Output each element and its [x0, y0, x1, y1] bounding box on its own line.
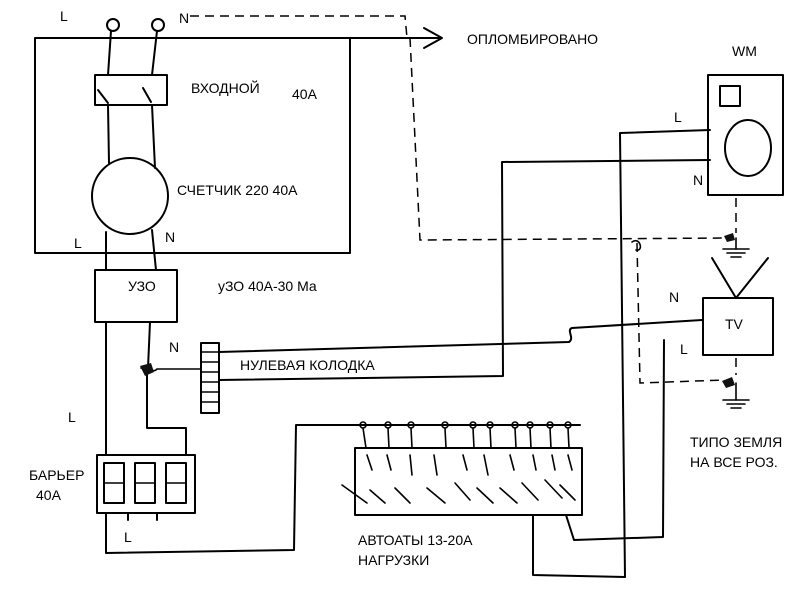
- ground-dashed-lines: [409, 37, 737, 384]
- label-tv: TV: [725, 316, 744, 332]
- label-wm-n: N: [693, 172, 703, 188]
- label-sealed: ОПЛОМБИРОВАНО: [467, 31, 598, 47]
- breakers-box: [354, 447, 583, 516]
- label-rcd-spec: уЗО 40А-30 Ма: [218, 278, 317, 294]
- label-input-rating: 40А: [292, 86, 318, 102]
- neutral-bar-block: [200, 342, 220, 414]
- washing-machine: [707, 74, 784, 196]
- label-top-n: N: [179, 10, 189, 26]
- label-ground-line2: НА ВСЕ РОЗ.: [690, 454, 778, 470]
- label-barrier-line1: БАРЬЕР: [29, 467, 84, 483]
- label-wm-l: L: [674, 109, 682, 125]
- label-tv-n: N: [669, 289, 679, 305]
- terminal-n: [151, 18, 165, 32]
- rcd-box: [94, 269, 178, 323]
- label-meter-l: L: [74, 235, 82, 251]
- label-meter: СЧЕТЧИК 220 40А: [177, 182, 298, 198]
- label-ground-line1: ТИПО ЗЕМЛЯ: [690, 434, 782, 450]
- sealed-enclosure: [34, 37, 351, 254]
- ground-symbol-tv: [722, 377, 750, 409]
- wire-twist-mark: [631, 239, 642, 251]
- input-switch: [94, 74, 168, 106]
- label-top-l: L: [60, 8, 68, 24]
- terminal-l: [106, 18, 120, 32]
- barrier-block: [96, 454, 196, 521]
- breaker-switch-marks: [341, 454, 576, 504]
- wire-twist-mark: [140, 363, 154, 376]
- tv-set: [702, 257, 774, 356]
- label-input-switch: ВХОДНОЙ: [191, 79, 260, 96]
- label-left-l: L: [68, 409, 76, 425]
- ground-symbol-wm: [722, 233, 750, 258]
- label-rcd-box: УЗО: [128, 278, 156, 294]
- label-breakers-line1: АВТОАТЫ 13-20А: [358, 532, 473, 548]
- label-breakers-line2: НАГРУЗКИ: [358, 552, 429, 568]
- label-bottom-l: L: [124, 529, 132, 545]
- label-neutral-bar: НУЛЕВАЯ КОЛОДКА: [240, 357, 375, 373]
- meter-circle: [91, 157, 169, 235]
- label-neutral-n: N: [169, 339, 179, 355]
- label-meter-n: N: [165, 229, 175, 245]
- seal-arrow: [190, 15, 443, 49]
- breaker-bus: [354, 421, 581, 449]
- label-tv-l: L: [680, 341, 688, 357]
- label-wm: WM: [732, 43, 757, 59]
- label-barrier-line2: 40А: [36, 487, 62, 503]
- input-terminals: [106, 18, 165, 76]
